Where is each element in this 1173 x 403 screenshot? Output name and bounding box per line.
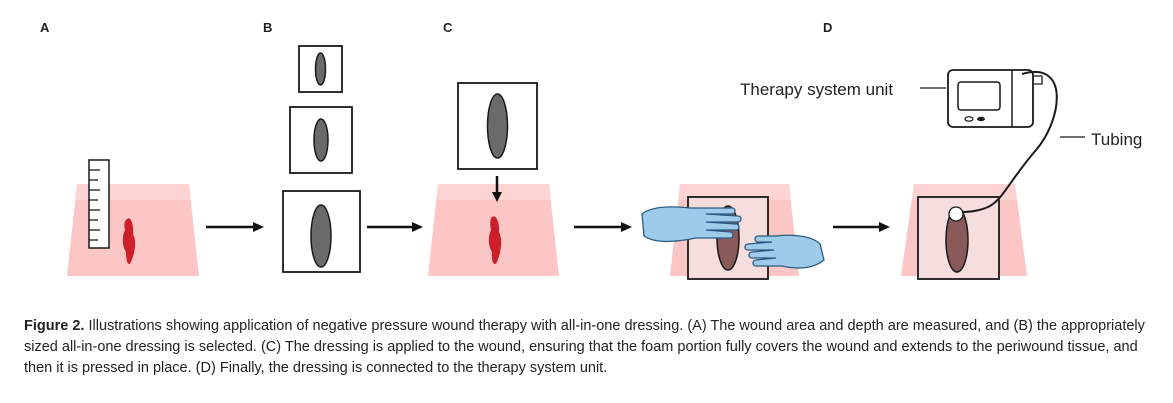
unit-screen (957, 81, 1001, 111)
panel-letter-b: B (263, 20, 272, 35)
dressing-small (298, 45, 343, 93)
caption-lead: Figure 2. (24, 318, 85, 334)
panel-a (67, 159, 199, 276)
panel-letter-c: C (443, 20, 453, 35)
dressing-medium (289, 106, 353, 174)
wound (122, 218, 136, 265)
therapy-unit (947, 69, 1043, 128)
skin-block-top (678, 184, 791, 200)
down-arrow (492, 176, 502, 202)
dressing-selected (457, 82, 538, 170)
caption-body: Illustrations showing application of neg… (24, 318, 1145, 376)
dressing-port (948, 206, 964, 222)
panel-apply (641, 184, 825, 280)
panel-letter-d: D (823, 20, 832, 35)
panel-d (901, 69, 1085, 280)
tubing-label: Tubing (1091, 130, 1142, 149)
skin-block-top (912, 184, 1017, 200)
npwt-illustration: A B C D (40, 20, 1142, 280)
wound (488, 216, 502, 265)
arrow-apply-to-d (833, 222, 890, 232)
panel-letter-a: A (40, 20, 50, 35)
left-glove (641, 206, 742, 243)
right-glove (744, 234, 825, 269)
dressing-connected (917, 196, 1000, 280)
arrow-c-to-apply (574, 222, 632, 232)
panel-b (282, 45, 361, 273)
ruler (88, 159, 110, 249)
arrow-b-to-c (367, 222, 423, 232)
arrow-a-to-b (206, 222, 264, 232)
tubing (961, 71, 1058, 213)
panel-c (428, 82, 559, 276)
figure-caption: Figure 2. Illustrations showing applicat… (24, 316, 1154, 379)
dressing-large (282, 190, 361, 273)
therapy-unit-label: Therapy system unit (740, 80, 893, 99)
